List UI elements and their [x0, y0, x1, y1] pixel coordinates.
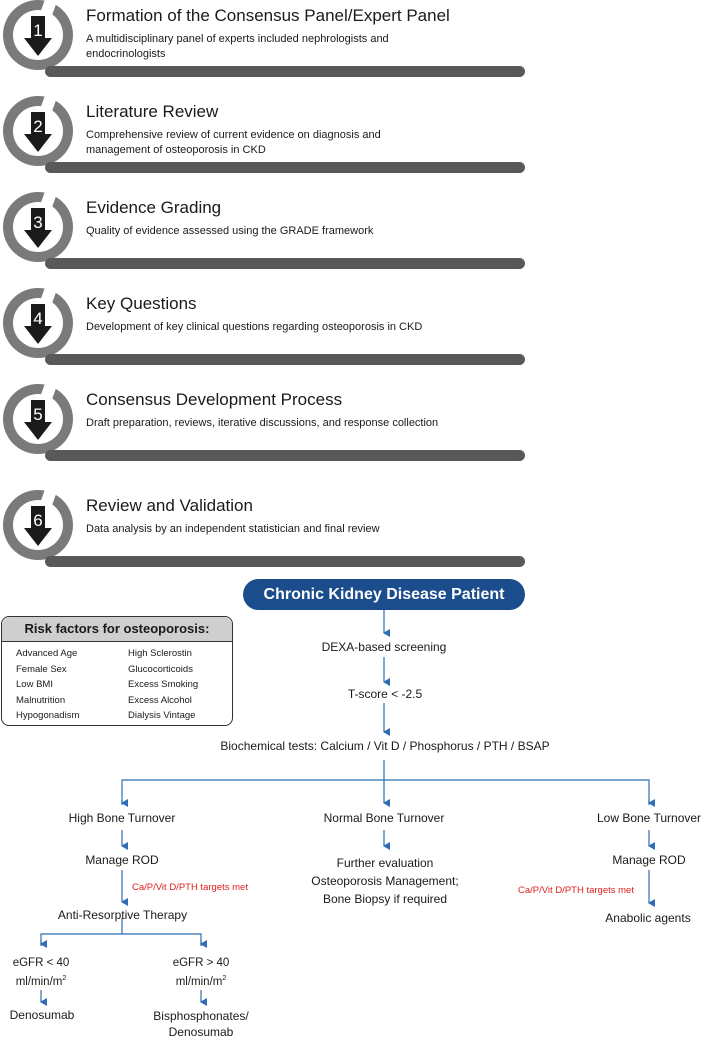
manage-rod-low-node: Manage ROD — [612, 853, 686, 867]
step-description: Draft preparation, reviews, iterative di… — [86, 417, 439, 429]
step-number: 2 — [33, 117, 43, 136]
egfr-high-unit: ml/min/m — [175, 975, 223, 988]
normal-next-line-1: Further evaluation — [336, 856, 434, 870]
egfr-low-line-1: eGFR < 40 — [12, 957, 70, 969]
step-4: 4 Key Questions Development of key clini… — [0, 284, 530, 370]
step-5: 5 Consensus Development Process Draft pr… — [0, 380, 530, 466]
risk-factors-box: Risk factors for osteoporosis: Advanced … — [1, 616, 233, 726]
down-arrow-icon — [24, 400, 52, 440]
bisphosphonates-line-2: Denosumab — [168, 1025, 234, 1039]
down-arrow-icon — [24, 16, 52, 56]
normal-turnover-node: Normal Bone Turnover — [323, 811, 445, 825]
step-description: A multidisciplinary panel of experts inc… — [86, 33, 389, 60]
step-1: 1 Formation of the Consensus Panel/Exper… — [0, 0, 530, 82]
step-bar — [45, 258, 525, 269]
step-number: 5 — [33, 405, 43, 424]
step-title: Evidence Grading — [86, 198, 222, 217]
risk-factor: Malnutrition — [16, 694, 66, 706]
anti-resorptive-node: Anti-Resorptive Therapy — [57, 908, 188, 922]
step-bar — [45, 556, 525, 567]
egfr-low-node: eGFR < 40 ml/min/m2 — [0, 955, 82, 990]
down-arrow-icon — [24, 112, 52, 152]
step-description: Development of key clinical questions re… — [86, 321, 423, 333]
step-number: 3 — [33, 213, 43, 232]
egfr-high-line-1: eGFR > 40 — [172, 957, 230, 969]
targets-met-low-label: Ca/P/Vit D/PTH targets met — [518, 885, 634, 896]
normal-next-line-3: Bone Biopsy if required — [322, 892, 448, 906]
risk-factors-title: Risk factors for osteoporosis: — [2, 617, 232, 642]
egfr-high-exponent: 2 — [222, 975, 227, 982]
egfr-high-node: eGFR > 40 ml/min/m2 — [160, 955, 242, 990]
risk-factor: Dialysis Vintage — [128, 710, 196, 721]
targets-met-high-label: Ca/P/Vit D/PTH targets met — [132, 882, 248, 893]
step-number: 4 — [33, 309, 43, 328]
step-bar — [45, 66, 525, 77]
egfr-low-exponent: 2 — [62, 975, 67, 982]
dexa-screening-node: DEXA-based screening — [321, 640, 447, 654]
step-title: Key Questions — [86, 294, 197, 313]
step-ring — [3, 188, 73, 262]
ckd-patient-node: Chronic Kidney Disease Patient — [243, 579, 525, 610]
step-number: 6 — [33, 511, 43, 530]
step-2: 2 Literature Review Comprehensive review… — [0, 92, 530, 178]
step-title: Review and Validation — [86, 496, 253, 515]
risk-factor: Excess Smoking — [128, 679, 199, 690]
bisphosphonates-node: Bisphosphonates/ Denosumab — [136, 1008, 266, 1040]
risk-factor: Advanced Age — [16, 648, 78, 659]
step-description: Data analysis by an independent statisti… — [86, 523, 380, 535]
high-turnover-node: High Bone Turnover — [68, 811, 176, 825]
down-arrow-icon — [24, 208, 52, 248]
step-title: Formation of the Consensus Panel/Expert … — [86, 6, 450, 25]
low-turnover-node: Low Bone Turnover — [596, 811, 702, 825]
step-bar — [45, 162, 525, 173]
risk-factor: Low BMI — [16, 679, 53, 690]
egfr-branch-line — [40, 933, 202, 946]
egfr-low-line-2: ml/min/m2 — [0, 971, 82, 990]
tscore-node: T-score < -2.5 — [347, 687, 423, 701]
step-6: 6 Review and Validation Data analysis by… — [0, 486, 530, 572]
down-arrow-icon — [24, 506, 52, 546]
step-title: Consensus Development Process — [86, 390, 343, 409]
branch-line — [121, 779, 650, 805]
egfr-low-unit: ml/min/m — [15, 975, 63, 988]
normal-next-node: Further evaluation Osteoporosis Manageme… — [300, 854, 470, 908]
normal-next-line-2: Osteoporosis Management; — [311, 874, 459, 888]
step-description: Comprehensive review of current evidence… — [86, 129, 381, 156]
anabolic-agents-node: Anabolic agents — [605, 911, 691, 925]
step-bar — [45, 450, 525, 461]
biochemical-tests-node: Biochemical tests: Calcium / Vit D / Pho… — [220, 739, 550, 753]
risk-factor: High Sclerostin — [128, 648, 192, 659]
bisphosphonates-line-1: Bisphosphonates/ — [153, 1009, 249, 1023]
risk-factors-right: High Sclerostin Glucocorticoids Excess S… — [128, 646, 198, 724]
manage-rod-high-node: Manage ROD — [85, 853, 159, 867]
step-bar — [45, 354, 525, 365]
step-title: Literature Review — [86, 102, 219, 121]
risk-factors-left: Advanced Age Female Sex Low BMI Malnutri… — [16, 646, 79, 724]
step-description: Quality of evidence assessed using the G… — [86, 225, 374, 237]
step-number: 1 — [33, 21, 43, 40]
risk-factor: Hypogonadism — [16, 710, 80, 721]
step-3: 3 Evidence Grading Quality of evidence a… — [0, 188, 530, 274]
risk-factor: Excess Alcohol — [128, 694, 192, 706]
down-arrow-icon — [24, 304, 52, 344]
egfr-high-line-2: ml/min/m2 — [160, 971, 242, 990]
denosumab-node: Denosumab — [9, 1008, 75, 1022]
risk-factor: Glucocorticoids — [128, 663, 193, 675]
risk-factor: Female Sex — [16, 663, 67, 675]
